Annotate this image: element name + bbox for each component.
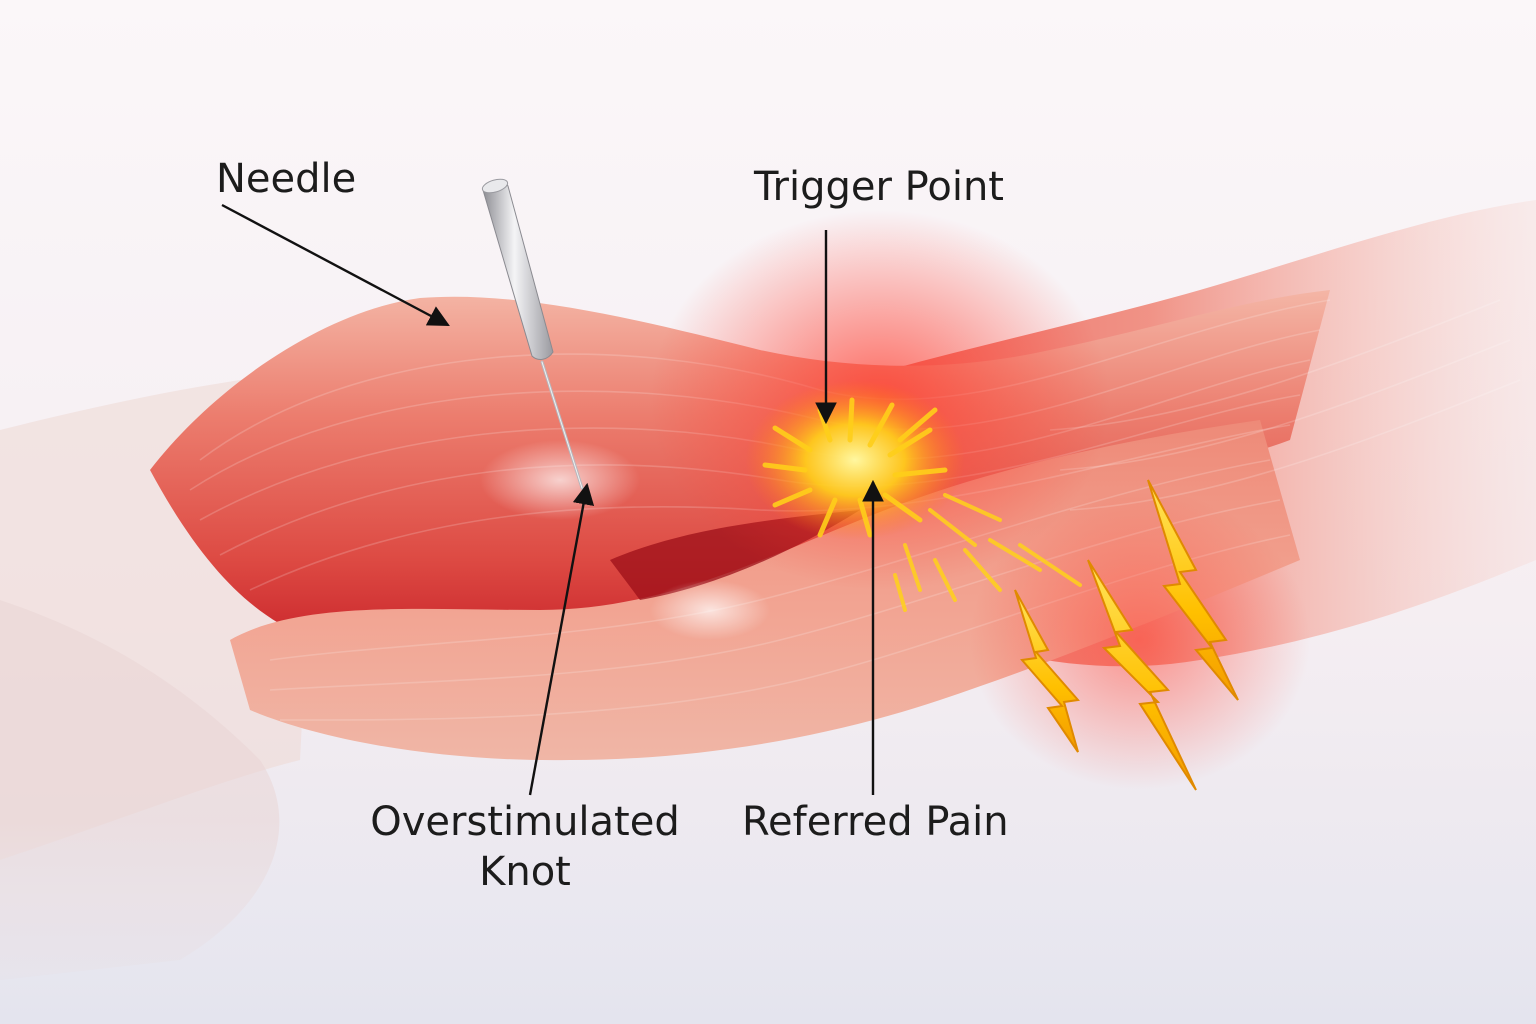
needle-arrow	[221, 203, 450, 327]
knot-highlight	[480, 440, 640, 520]
overstimulated-knot-arrow	[528, 482, 595, 796]
trigger-point-burst	[745, 380, 1082, 612]
knot-highlight-lower	[650, 580, 770, 640]
lightning-bolt-icon	[1147, 479, 1239, 701]
referred-pain-label: Referred Pain	[742, 799, 1009, 845]
overstimulated-knot-label-line1: Overstimulated	[370, 799, 680, 845]
needle-label: Needle	[216, 156, 357, 202]
trigger-point-label: Trigger Point	[754, 164, 1004, 210]
overstimulated-knot-label-line2: Knot	[479, 849, 571, 895]
referred-red-glow	[970, 490, 1310, 790]
needle-icon	[481, 178, 584, 490]
lightning-bolt-icon	[1014, 589, 1080, 753]
lightning-bolt-icon	[1087, 559, 1197, 791]
overstimulated-knot-label: Overstimulated Knot	[360, 797, 690, 897]
bottom-fog	[0, 820, 1536, 1024]
